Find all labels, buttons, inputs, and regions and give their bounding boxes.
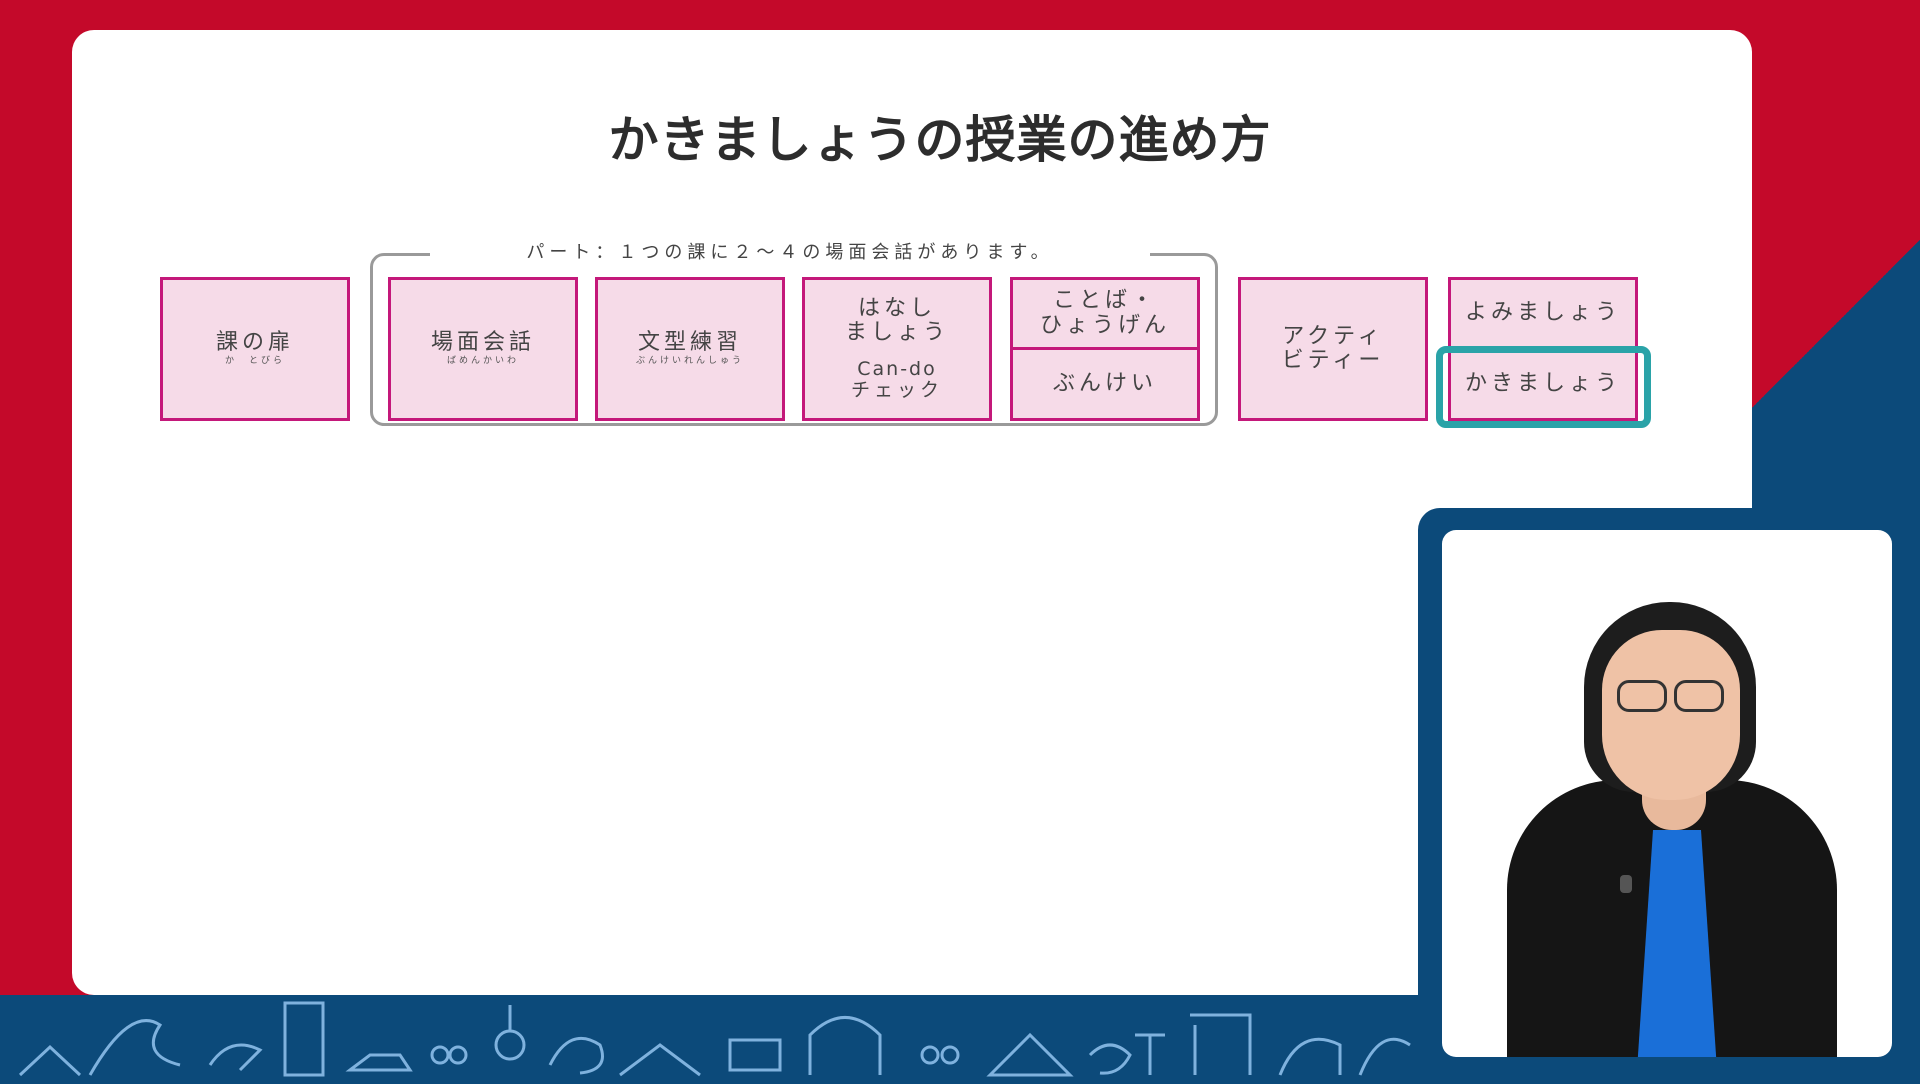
box-hanashimashou: はなし ましょう Can-do チェック xyxy=(802,277,992,421)
slide-title: かきましょうの授業の進め方 xyxy=(608,111,1272,169)
box-line2: ひょうげん xyxy=(1039,312,1170,338)
box-ruby: ぶんけいれんしゅう xyxy=(635,356,744,367)
kakimashou-highlight xyxy=(1436,346,1651,428)
glasses-icon xyxy=(1612,680,1732,714)
lapel-mic-icon xyxy=(1620,875,1632,893)
box-label: よみましょう xyxy=(1464,300,1621,326)
presenter-face xyxy=(1602,630,1740,800)
box-ruby: ばめんかいわ xyxy=(446,356,519,367)
box-bunkei: ぶんけい xyxy=(1010,347,1200,421)
box-label: かきましょう xyxy=(1464,370,1621,396)
presenter-video xyxy=(1442,530,1892,1057)
box-line1: アクティ xyxy=(1282,323,1384,349)
box-line3: Can-do xyxy=(857,358,937,381)
box-label: 場面会話 xyxy=(430,329,535,355)
box-line2: ビティー xyxy=(1281,348,1385,373)
box-line4: チェック xyxy=(850,379,943,402)
box-label: ぶんけい xyxy=(1052,370,1157,396)
box-label: 課の扉 xyxy=(215,329,294,355)
box-activity: アクティ ビティー xyxy=(1238,277,1428,421)
box-ka-no-tobira: 課の扉 か とびら xyxy=(160,277,350,421)
skyline-band xyxy=(0,995,1418,1080)
box-label: 文型練習 xyxy=(637,329,742,355)
box-bunkei-renshuu: 文型練習 ぶんけいれんしゅう xyxy=(595,277,785,421)
box-kotoba-hyougen: ことば・ ひょうげん xyxy=(1010,277,1200,350)
box-line1: はなし xyxy=(857,295,936,321)
box-bamen-kaiwa: 場面会話 ばめんかいわ xyxy=(388,277,578,421)
box-ruby: か とびら xyxy=(224,356,285,367)
city-skyline-icon xyxy=(18,1001,1411,1077)
box-line2: ましょう xyxy=(844,320,949,346)
box-line1: ことば・ xyxy=(1052,288,1157,314)
part-bracket-label: パート：１つの課に２〜４の場面会話があります。 xyxy=(430,243,1150,263)
box-kakimashou: かきましょう xyxy=(1448,347,1638,421)
box-yomimashou: よみましょう xyxy=(1448,277,1638,350)
